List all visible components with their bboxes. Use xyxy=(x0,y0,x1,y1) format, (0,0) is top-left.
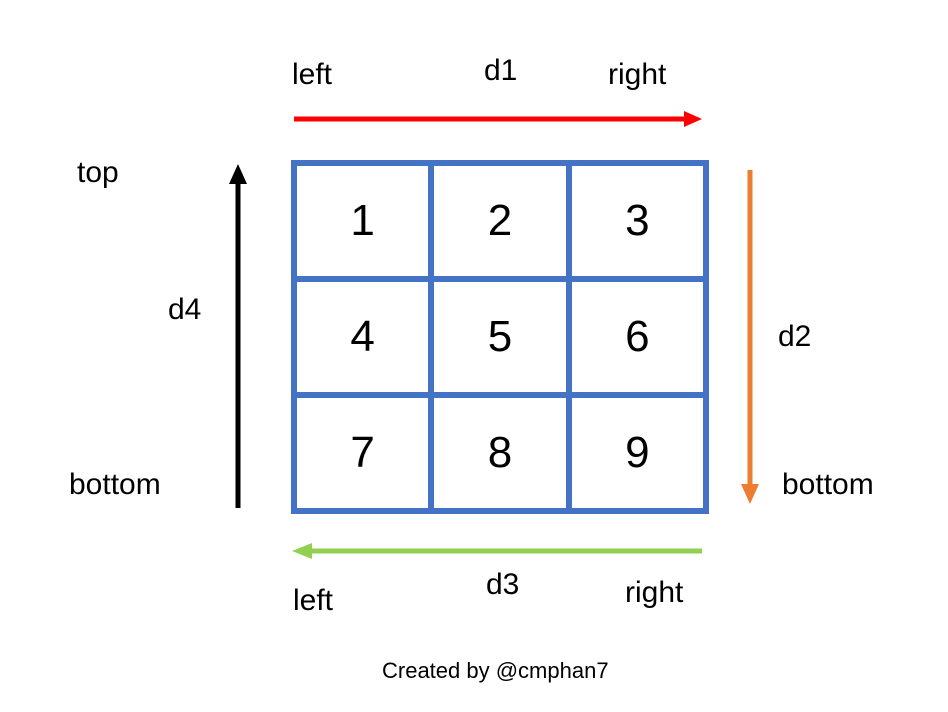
grid-cell-4: 4 xyxy=(297,282,429,392)
grid-cell-3: 3 xyxy=(571,166,703,276)
d1-left-label: left xyxy=(292,58,333,91)
grid-cell-2: 2 xyxy=(434,166,566,276)
d4-top-label: top xyxy=(77,156,119,189)
d1-arrow xyxy=(294,111,702,127)
d1-right-label: right xyxy=(608,58,667,91)
credit-text: Created by @cmphan7 xyxy=(382,658,609,683)
d3-name-label: d3 xyxy=(486,568,520,601)
d3-left-label: left xyxy=(293,584,334,617)
d1-arrow-head xyxy=(684,111,702,127)
grid-cell-1: 1 xyxy=(297,166,429,276)
d2-name-label: d2 xyxy=(778,320,812,353)
grid-cell-6: 6 xyxy=(571,282,703,392)
d4-arrow xyxy=(229,164,247,508)
grid-cell-8: 8 xyxy=(434,398,566,508)
grid-cell-5: 5 xyxy=(434,282,566,392)
d3-right-label: right xyxy=(625,576,684,609)
d2-bottom-label: bottom xyxy=(782,468,874,501)
grid-cell-9: 9 xyxy=(571,398,703,508)
grid-cell-7: 7 xyxy=(297,398,429,508)
d4-arrow-head xyxy=(229,164,247,184)
d1-name-label: d1 xyxy=(484,54,518,87)
d3-arrow xyxy=(292,543,702,559)
d3-arrow-head xyxy=(292,543,312,559)
d2-arrow xyxy=(741,170,759,504)
d4-name-label: d4 xyxy=(168,293,202,326)
number-grid: 1 2 3 4 5 6 7 8 9 xyxy=(291,160,709,514)
d4-bottom-label: bottom xyxy=(69,468,161,501)
d2-arrow-head xyxy=(741,484,759,504)
